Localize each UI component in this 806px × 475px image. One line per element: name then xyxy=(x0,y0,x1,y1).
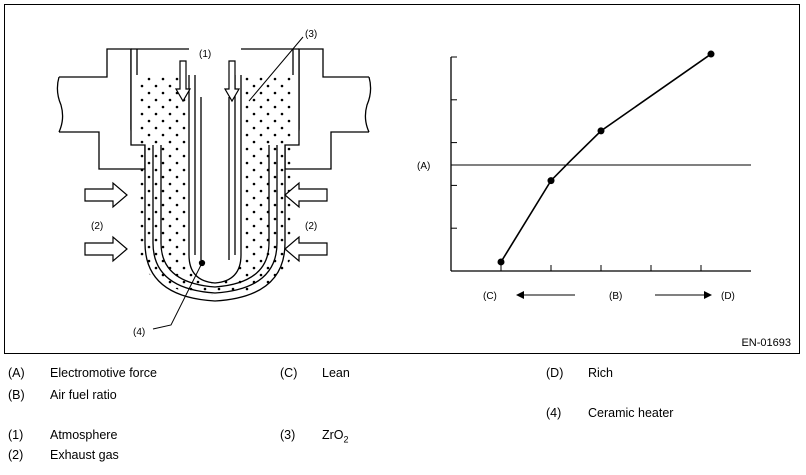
label-heater: (4) xyxy=(133,327,145,338)
exhaust-arrows-left xyxy=(84,181,128,263)
x-ticks xyxy=(500,265,702,271)
emf-curve xyxy=(500,53,712,263)
legend-d: (D)Rich xyxy=(546,366,614,380)
label-lean: (C) xyxy=(483,291,497,302)
curve-points xyxy=(497,50,715,266)
oxygen-sensor-diagram: (1) (3) (2) (2) (4) (A) (C) xyxy=(56,29,751,338)
diagram-frame: (1) (3) (2) (2) (4) (A) (C) xyxy=(4,4,800,354)
figure-id: EN-01693 xyxy=(741,337,791,349)
legend-a: (A)Electromotive force xyxy=(8,366,157,380)
label-exhaust-right: (2) xyxy=(305,221,317,232)
label-exhaust-left: (2) xyxy=(91,221,103,232)
heater-dot xyxy=(198,259,206,267)
curve-point xyxy=(707,50,715,58)
heater-leader xyxy=(152,264,202,330)
label-y-axis: (A) xyxy=(417,161,430,172)
label-atmosphere: (1) xyxy=(199,49,211,60)
sensor-cross-section xyxy=(56,48,372,302)
legend-4: (4)Ceramic heater xyxy=(546,406,674,420)
label-zro2: (3) xyxy=(305,29,317,40)
curve-point xyxy=(597,127,605,135)
label-ratio: (B) xyxy=(609,291,622,302)
curve-point xyxy=(547,177,555,185)
exhaust-arrows-right xyxy=(284,181,328,263)
emf-graph xyxy=(450,50,751,272)
atmosphere-arrows xyxy=(174,60,241,103)
curve-point xyxy=(497,258,505,266)
y-ticks xyxy=(451,56,457,229)
zro2-leader xyxy=(248,36,304,102)
label-rich: (D) xyxy=(721,291,735,302)
legend-b: (B)Air fuel ratio xyxy=(8,388,117,402)
legend-1: (1)Atmosphere xyxy=(8,428,118,442)
zro2-element xyxy=(137,75,293,295)
legend-2: (2)Exhaust gas xyxy=(8,448,119,462)
legend-3: (3)ZrO2 xyxy=(280,428,349,445)
ceramic-heater xyxy=(188,75,242,284)
legend-c: (C)Lean xyxy=(280,366,350,380)
